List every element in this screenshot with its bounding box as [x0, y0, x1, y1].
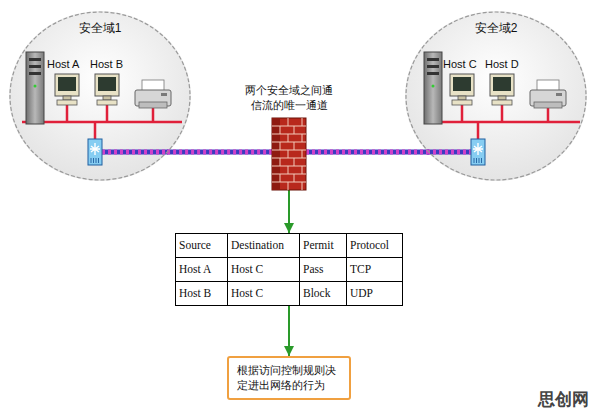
host-label: Host B [90, 58, 123, 70]
network-switch [88, 139, 102, 165]
result-text: 根据访问控制规则决定进出网络的行为 [237, 363, 341, 393]
table-cell: Host B [176, 282, 228, 306]
brick-mortar [280, 158, 281, 166]
firewall: 两个安全域之间通信流的唯一通道 [272, 118, 306, 190]
brick-mortar [302, 134, 303, 142]
table-cell: Permit [300, 234, 347, 258]
flow-arrow [288, 306, 290, 356]
rule-table: SourceDestinationPermitProtocolHost AHos… [175, 233, 403, 306]
network-link [306, 152, 429, 153]
host-label: Host C [443, 58, 477, 70]
flow-arrow [288, 190, 290, 233]
result-box: 根据访问控制规则决定进出网络的行为 [227, 356, 351, 400]
brick-mortar [294, 174, 295, 182]
firewall-caption: 两个安全域之间通信流的唯一通道 [243, 83, 335, 112]
zone-ground [405, 11, 587, 181]
brick-mortar [288, 182, 289, 190]
network-link [306, 150, 429, 155]
network-link [167, 150, 272, 155]
host-computer [55, 74, 79, 105]
zone-outline [9, 11, 191, 181]
table-cell: Protocol [347, 234, 403, 258]
network-link [167, 152, 272, 153]
server-tower [424, 52, 442, 124]
security-zone: 安全域1 [9, 11, 191, 181]
network-link [167, 150, 272, 155]
watermark: 思创网 [538, 388, 589, 411]
firewall-bricks [272, 118, 306, 190]
table-cell: Destination [228, 234, 300, 258]
zone-title: 安全域1 [9, 20, 191, 37]
lan-bus [22, 105, 182, 139]
flow-arrow [289, 306, 290, 356]
brick-mortar [288, 134, 289, 142]
table-cell: Pass [300, 258, 347, 282]
brick-mortar [294, 158, 295, 166]
flow-arrow [289, 190, 290, 233]
network-switch [471, 139, 485, 165]
firewall-side [272, 118, 280, 190]
brick-mortar [272, 142, 306, 143]
table-cell: TCP [347, 258, 403, 282]
table-cell: Host C [228, 282, 300, 306]
host-computer [95, 74, 119, 105]
brick-mortar [280, 142, 281, 150]
server-tower [26, 52, 442, 124]
table-cell: Block [300, 282, 347, 306]
zone-outline [10, 12, 190, 180]
zone-outline [406, 12, 586, 180]
brick-mortar [294, 126, 295, 134]
brick-mortar [280, 174, 281, 182]
lan-bus [428, 105, 580, 139]
brick-mortar [294, 142, 295, 150]
host-computer [490, 74, 514, 105]
brick-mortar [280, 126, 281, 134]
zone-outline [405, 11, 587, 181]
host-computer [450, 74, 474, 105]
table-cell: Host A [176, 258, 228, 282]
brick-mortar [302, 150, 303, 158]
brick-mortar [302, 182, 303, 190]
server-tower [26, 52, 44, 124]
table-cell: Host C [228, 258, 300, 282]
printer [135, 80, 566, 108]
brick-mortar [302, 118, 303, 126]
brick-mortar [272, 134, 306, 135]
brick-mortar [288, 166, 289, 174]
table-cell: UDP [347, 282, 403, 306]
printer [530, 80, 566, 108]
host-label: Host D [485, 58, 519, 70]
table-cell: Source [176, 234, 228, 258]
brick-mortar [272, 166, 306, 167]
zone-title: 安全域2 [405, 20, 587, 37]
network-link [306, 150, 429, 155]
printer [135, 80, 171, 108]
brick-mortar [288, 150, 289, 158]
brick-mortar [302, 166, 303, 174]
zone-ground [9, 11, 191, 181]
brick-mortar [272, 182, 306, 183]
security-zone: 安全域2 [405, 11, 587, 181]
brick-mortar [272, 150, 306, 151]
brick-mortar [272, 158, 306, 159]
host-label: Host A [47, 58, 79, 70]
brick-mortar [272, 174, 306, 175]
firewall-bricks [272, 118, 306, 190]
brick-mortar [272, 126, 306, 127]
brick-mortar [288, 118, 289, 126]
